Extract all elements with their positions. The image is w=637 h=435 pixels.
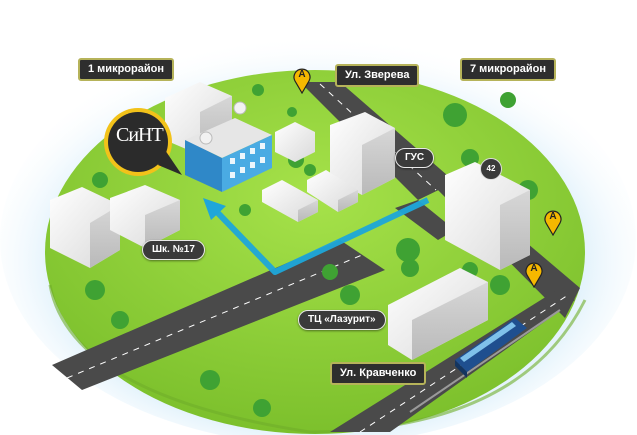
route-arrow-head: [203, 198, 226, 220]
road-main-diagonal: [52, 240, 385, 390]
logo-badge: [104, 108, 182, 176]
bus-stop-pin-icon[interactable]: А: [543, 208, 563, 236]
building-lazurit: [388, 268, 488, 360]
tram-track: [409, 309, 561, 413]
building-42: [445, 162, 530, 270]
stop-letter: А: [549, 211, 557, 222]
bus-stop-pin-icon[interactable]: А: [292, 66, 312, 94]
garages: [262, 170, 358, 222]
road-marking-2: [66, 254, 363, 379]
stop-letter: А: [530, 263, 538, 274]
label-district-1: 1 микрорайон: [78, 58, 174, 81]
tag-mall-lazurit[interactable]: ТЦ «Лазурит»: [298, 310, 386, 330]
office-building: [185, 101, 272, 192]
route-arrow-icon: [212, 197, 430, 275]
tag-school[interactable]: Шк. №17: [142, 240, 205, 260]
building-gus: [330, 112, 395, 195]
road-marking-1: [319, 83, 437, 191]
tag-gus[interactable]: ГУС: [395, 148, 435, 168]
school-building: [50, 185, 180, 268]
label-district-7: 7 микрорайон: [460, 58, 556, 81]
logo-text: СиНТ: [116, 124, 164, 146]
tram-icon: [455, 318, 527, 378]
bus-stop-pin-icon[interactable]: А: [524, 260, 544, 288]
island-edge: [48, 284, 587, 434]
stop-letter: А: [298, 69, 306, 80]
label-street-zvereva: Ул. Зверева: [335, 64, 420, 87]
house-number-badge: 42: [480, 158, 502, 180]
small-building-right-office: [275, 122, 315, 162]
label-street-kravchenko: Ул. Кравченко: [330, 362, 427, 385]
